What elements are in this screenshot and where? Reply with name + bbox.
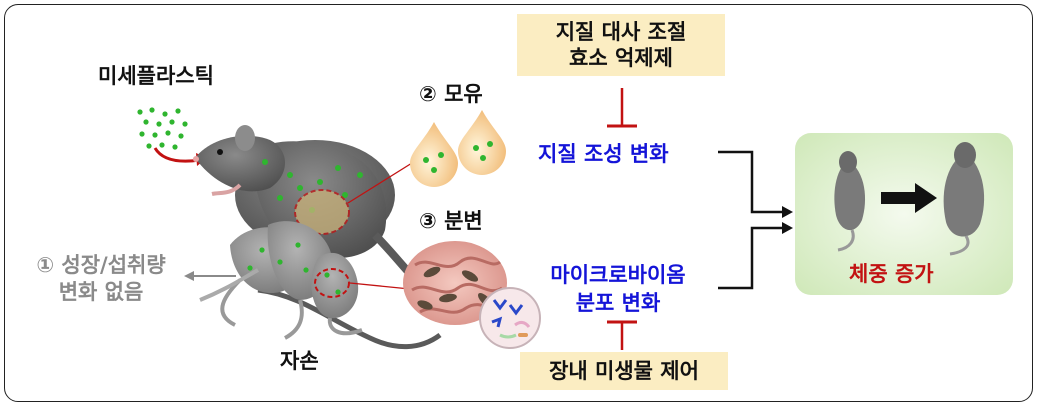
feces-label: ③ 분변 xyxy=(419,209,483,233)
offspring-label: 자손 xyxy=(280,349,319,373)
milk-droplets xyxy=(410,110,506,187)
small-mouse xyxy=(834,151,866,252)
large-mouse xyxy=(943,142,985,256)
microbiome-inset xyxy=(479,287,541,349)
microbiome-arrowhead xyxy=(782,222,793,234)
lipid-to-result-arrow xyxy=(718,150,785,214)
weight-gain-label: 체중 증가 xyxy=(849,262,934,286)
growth-label-line1: ① 성장/섭취량 xyxy=(36,253,166,277)
microbiome-label-line2: 분포 변화 xyxy=(575,291,661,315)
internal-particles xyxy=(262,159,363,213)
offspring-particles xyxy=(247,242,341,295)
microbiome-to-result-arrow xyxy=(718,226,785,290)
milk-connector xyxy=(347,157,421,204)
growth-arrowhead xyxy=(184,271,194,281)
lipid-arrowhead xyxy=(782,206,793,218)
lipid-inhibitor-box: 지질 대사 조절 효소 억제제 xyxy=(517,14,725,76)
microbiome-label-line1: 마이크로바이옴 xyxy=(550,263,686,287)
mammary-highlight xyxy=(294,189,350,235)
lipid-change-label: 지질 조성 변화 xyxy=(538,142,669,166)
milk-label: ② 모유 xyxy=(419,82,483,106)
microplastic-particles xyxy=(137,107,188,150)
lipid-inhibitor-line2: 효소 억제제 xyxy=(569,46,673,70)
gut-highlight xyxy=(314,268,350,298)
offspring-mice xyxy=(199,221,363,340)
lipid-inhibitor-line1: 지질 대사 조절 xyxy=(555,20,687,44)
thick-arrow xyxy=(881,183,937,213)
microbe-control-box: 장내 미생물 제어 xyxy=(520,352,728,390)
microplastic-label: 미세플라스틱 xyxy=(98,64,214,88)
growth-label-line2: 변화 없음 xyxy=(58,280,144,304)
